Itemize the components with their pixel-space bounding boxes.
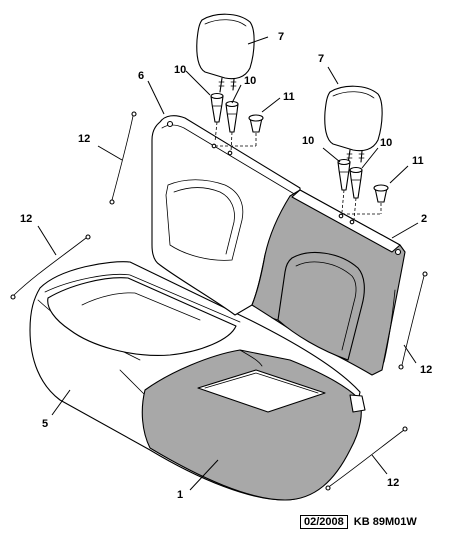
callout-2: 2 xyxy=(421,213,427,225)
callout-1: 1 xyxy=(177,489,183,501)
seat-cushion-cover xyxy=(141,349,366,501)
callout-6: 6 xyxy=(138,70,144,82)
callout-12-top: 12 xyxy=(78,133,90,145)
headrest-guide-right-1 xyxy=(337,158,351,191)
callout-10-right-b: 10 xyxy=(380,137,392,149)
headrest-guide-left-1 xyxy=(210,92,224,123)
reference-date: 02/2008 xyxy=(300,515,348,529)
headrest-right xyxy=(324,85,383,165)
strap-3 xyxy=(398,271,428,370)
callout-10-left-a: 10 xyxy=(174,64,186,76)
reference-code: KB 89M01W xyxy=(353,516,417,528)
strap-1 xyxy=(109,111,137,205)
headrest-guide-left-2 xyxy=(225,100,239,133)
headrest-left xyxy=(196,13,255,93)
strap-2 xyxy=(10,234,91,300)
leader-lines xyxy=(37,36,419,491)
strap-4 xyxy=(325,426,408,491)
callout-11-left: 11 xyxy=(283,91,295,103)
callout-7-right: 7 xyxy=(318,53,324,65)
large-backrest xyxy=(151,115,301,316)
callout-12-left: 12 xyxy=(20,213,32,225)
callout-11-right: 11 xyxy=(412,155,424,167)
small-backrest xyxy=(251,189,406,376)
callout-7-left: 7 xyxy=(278,31,284,43)
plug-left xyxy=(248,114,264,133)
callout-5: 5 xyxy=(42,418,48,430)
callouts: 7 10 10 11 6 12 7 10 10 11 2 12 12 5 1 1… xyxy=(20,31,432,501)
plug-right xyxy=(373,184,389,203)
callout-10-right-a: 10 xyxy=(302,135,314,147)
reference-label: 02/2008 KB 89M01W xyxy=(300,515,417,529)
callout-10-left-b: 10 xyxy=(244,75,256,87)
callout-12-right: 12 xyxy=(420,364,432,376)
assembly-lines xyxy=(211,121,382,225)
headrest-guide-right-2 xyxy=(349,166,363,199)
callout-12-bottom: 12 xyxy=(387,477,399,489)
